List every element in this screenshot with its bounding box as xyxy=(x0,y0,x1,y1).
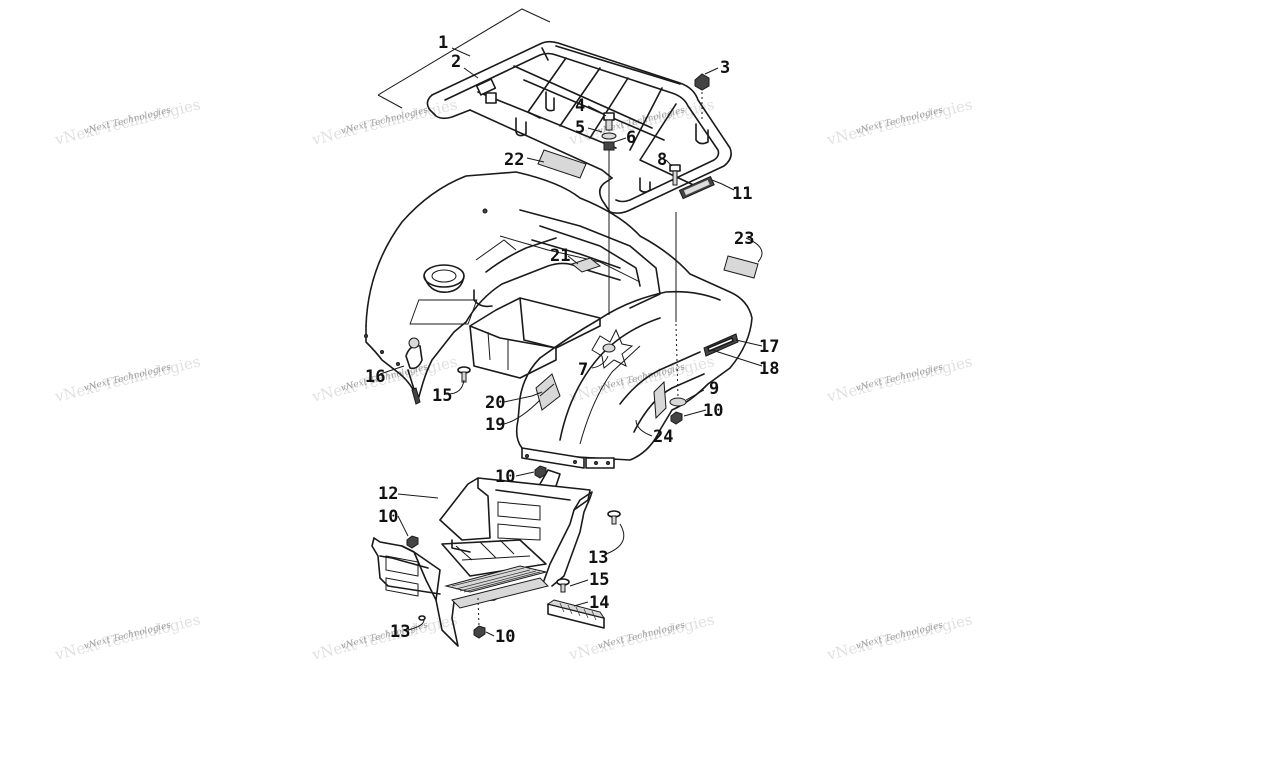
callout-13-right: 13 xyxy=(588,548,608,568)
bolt-4 xyxy=(603,112,615,131)
callout-1: 1 xyxy=(438,33,448,53)
nut-10-left xyxy=(406,535,419,549)
watermark: vNext Technologies vNext Technologies xyxy=(824,95,974,149)
rear-fender xyxy=(364,171,753,469)
callout-9: 9 xyxy=(709,379,719,399)
watermark: vNext Technologies vNext Technologies xyxy=(309,610,459,664)
callout-23: 23 xyxy=(734,229,754,249)
callout-22: 22 xyxy=(504,150,524,170)
callout-16: 16 xyxy=(365,367,385,387)
callout-15-bottom: 15 xyxy=(589,570,609,590)
callout-7: 7 xyxy=(578,360,588,380)
callout-8: 8 xyxy=(657,150,667,170)
callout-11: 11 xyxy=(732,184,752,204)
decal-23 xyxy=(723,255,759,279)
washer-9 xyxy=(669,323,687,407)
footwell xyxy=(371,469,593,647)
callout-13-left: 13 xyxy=(390,622,410,642)
callout-18: 18 xyxy=(759,359,779,379)
watermark: vNext Technologies vNext Technologies xyxy=(52,95,202,149)
decal-22 xyxy=(537,149,587,179)
callout-3: 3 xyxy=(720,58,730,78)
nut-10-right xyxy=(670,411,683,425)
watermark: vNext Technologies vNext Technologies xyxy=(824,352,974,406)
screw-15-left xyxy=(457,366,471,383)
screw-13-left xyxy=(418,615,426,621)
bolt-8 xyxy=(669,164,681,322)
watermark: vNext Technologies vNext Technologies xyxy=(52,352,202,406)
callout-24: 24 xyxy=(653,427,673,447)
callout-2: 2 xyxy=(451,52,461,72)
screw-13-right xyxy=(607,510,621,525)
callout-5: 5 xyxy=(575,118,585,138)
watermark: vNext Technologies vNext Technologies xyxy=(566,95,716,149)
callout-21: 21 xyxy=(550,246,570,266)
footrest-14 xyxy=(546,599,606,629)
callout-14: 14 xyxy=(589,593,609,613)
washer-5-6 xyxy=(601,132,617,315)
watermark: vNext Technologies vNext Technologies xyxy=(52,610,202,664)
callout-labels: 1 2 3 4 5 6 7 8 9 10 10 10 10 11 12 13 1… xyxy=(365,33,779,647)
callout-17: 17 xyxy=(759,337,779,357)
assembly-bracket xyxy=(377,8,551,109)
callout-12: 12 xyxy=(378,484,398,504)
watermark: vNext Technologies vNext Technologies xyxy=(309,95,459,149)
leader-lines xyxy=(379,47,763,637)
watermark: vNext Technologies vNext Technologies xyxy=(824,610,974,664)
callout-10-bottom: 10 xyxy=(495,627,515,647)
fastener-3 xyxy=(694,73,710,120)
callout-10-right: 10 xyxy=(703,401,723,421)
rear-rack xyxy=(426,40,732,214)
callout-10-top: 10 xyxy=(495,467,515,487)
screw-15-bottom xyxy=(556,578,570,593)
nut-10-top xyxy=(534,465,547,479)
callout-19: 19 xyxy=(485,415,505,435)
nut-10-bottom xyxy=(473,597,486,639)
callout-6: 6 xyxy=(626,128,636,148)
callout-15-left: 15 xyxy=(432,386,452,406)
callout-10-left: 10 xyxy=(378,507,398,527)
callout-4: 4 xyxy=(575,96,585,116)
callout-20: 20 xyxy=(485,393,505,413)
